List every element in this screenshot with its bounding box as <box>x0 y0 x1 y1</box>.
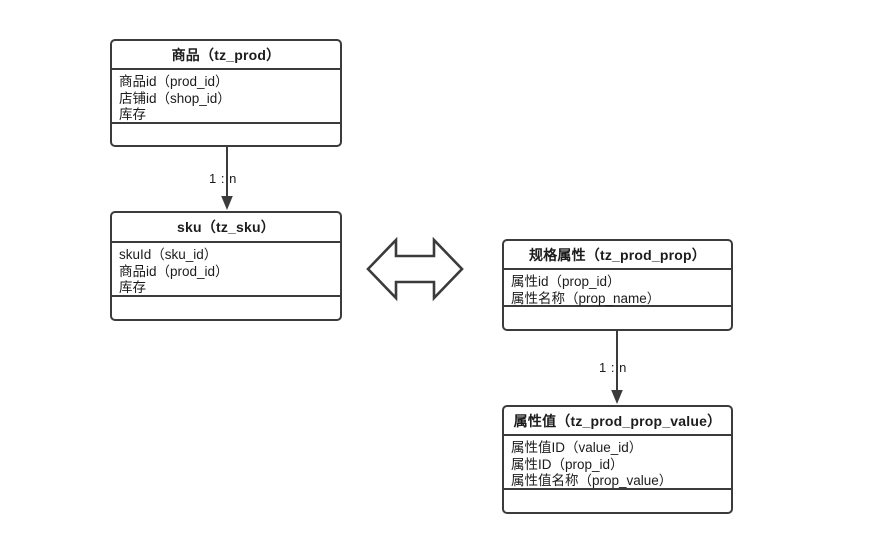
entity-header-tz-sku: sku（tz_sku） <box>112 213 340 243</box>
entity-footer-tz-prod-prop <box>504 307 731 329</box>
entity-field: 商品id（prod_id） <box>119 263 229 279</box>
entity-field: 属性值名称（prop_value） <box>511 473 673 488</box>
entity-field: 属性id（prop_id） <box>511 274 621 289</box>
entity-field: 属性名称（prop_name） <box>511 290 661 306</box>
entity-header-tz-prod-prop-value: 属性值（tz_prod_prop_value） <box>504 407 731 436</box>
entity-header-tz-prod: 商品（tz_prod） <box>112 41 340 70</box>
entity-box-tz-prod[interactable]: 商品（tz_prod） 商品id（prod_id） 店铺id（shop_id） … <box>110 39 342 147</box>
entity-fields-tz-prod-prop-value: 属性值ID（value_id） 属性ID（prop_id） 属性值名称（prop… <box>504 436 731 490</box>
entity-header-tz-prod-prop: 规格属性（tz_prod_prop） <box>504 241 731 270</box>
entity-box-tz-prod-prop-value[interactable]: 属性值（tz_prod_prop_value） 属性值ID（value_id） … <box>502 405 733 514</box>
entity-box-tz-prod-prop[interactable]: 规格属性（tz_prod_prop） 属性id（prop_id） 属性名称（pr… <box>502 239 733 331</box>
entity-field: skuId（sku_id） <box>119 247 218 262</box>
double-headed-arrow-icon <box>366 236 464 302</box>
entity-field: 属性ID（prop_id） <box>511 456 624 472</box>
connector-label-prop-to-prop-value: 1 : n <box>599 360 627 375</box>
entity-footer-tz-sku <box>112 297 340 319</box>
entity-field: 店铺id（shop_id） <box>119 90 231 106</box>
connector-prod-to-sku <box>221 146 233 210</box>
entity-fields-tz-prod: 商品id（prod_id） 店铺id（shop_id） 库存 <box>112 70 340 124</box>
entity-field: 属性值ID（value_id） <box>511 440 643 455</box>
entity-field: 库存 <box>119 107 146 122</box>
connector-prop-to-prop-value <box>611 330 623 404</box>
entity-field: 商品id（prod_id） <box>119 74 229 89</box>
entity-footer-tz-prod-prop-value <box>504 490 731 512</box>
entity-field: 库存 <box>119 280 146 295</box>
entity-box-tz-sku[interactable]: sku（tz_sku） skuId（sku_id） 商品id（prod_id） … <box>110 211 342 321</box>
entity-fields-tz-sku: skuId（sku_id） 商品id（prod_id） 库存 <box>112 243 340 297</box>
entity-fields-tz-prod-prop: 属性id（prop_id） 属性名称（prop_name） <box>504 270 731 307</box>
entity-footer-tz-prod <box>112 124 340 145</box>
connector-label-prod-to-sku: 1 : n <box>209 171 237 186</box>
